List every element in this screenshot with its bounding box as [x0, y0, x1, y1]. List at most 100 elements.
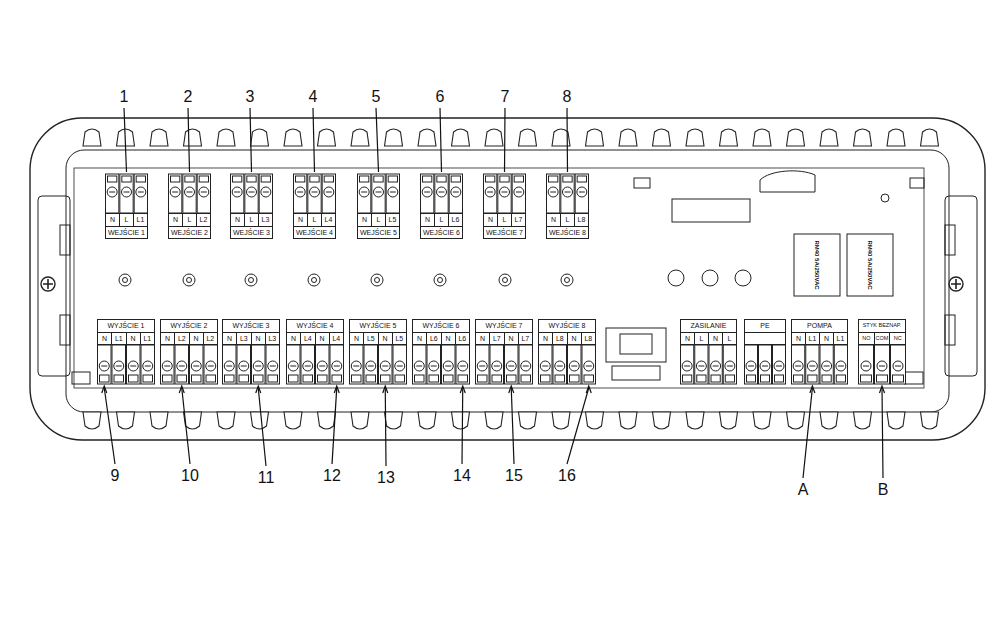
pin-row [745, 332, 785, 344]
cable-clamp [418, 412, 436, 429]
screw-slot [109, 192, 115, 193]
terminal-label: WYJŚCIE 7 [476, 320, 532, 332]
leader-arrowhead [102, 386, 107, 393]
leader-line [124, 108, 127, 172]
terminal-screw [682, 361, 692, 371]
screw-slot [101, 366, 107, 367]
terminal-block-label: WYJŚCIE 1NL1NL1 [97, 319, 155, 345]
screw-terminal [322, 174, 335, 213]
wire-entry [388, 176, 397, 182]
wire-entry [836, 375, 845, 382]
terminal-label: L [722, 333, 736, 344]
wire-entry [893, 375, 904, 382]
terminal-label: WYJŚCIE 4 [287, 320, 343, 332]
screw-terminal [547, 174, 560, 213]
terminal-screw [429, 361, 439, 371]
wire-entry [444, 375, 454, 382]
terminal-label: WEJŚCIE 5 [358, 227, 399, 238]
screw-slot [487, 192, 493, 193]
wire-entry [725, 375, 734, 382]
wire-entry [697, 375, 706, 382]
terminal-label: N [287, 333, 300, 344]
wire-entry [861, 375, 872, 382]
leader-line [882, 388, 883, 478]
wire-entry [549, 176, 558, 182]
terminal-screw [232, 187, 242, 197]
leader-line [504, 108, 506, 172]
wire-entry [478, 375, 488, 382]
screw-slot [312, 192, 318, 193]
screw-terminal [190, 345, 204, 384]
leader-line [566, 108, 568, 172]
leader-line [313, 108, 315, 172]
terminal-block-label: WYJŚCIE 4NL4NL4 [286, 319, 344, 345]
screw-terminal [806, 345, 819, 384]
screw-slot [439, 192, 445, 193]
wire-entry [747, 375, 756, 382]
wire-entry [199, 176, 208, 182]
terminal-label: N [126, 333, 140, 344]
terminal-block-label: NLL7WEJŚCIE 7 [483, 213, 526, 239]
screw-terminal [449, 174, 462, 213]
screw-slot [431, 366, 437, 367]
relay-rating: RM40 5A/250VAC [814, 240, 820, 289]
cable-clamp [887, 129, 905, 146]
screw-slot [508, 366, 514, 367]
cable-clamp [485, 129, 503, 146]
screw-slot [571, 366, 577, 367]
pin-row: NL6NL6 [413, 332, 469, 344]
wire-entry [514, 176, 523, 182]
pin-row: NL1NL1 [98, 332, 154, 344]
wire-entry [415, 375, 425, 382]
wire-entry [366, 375, 376, 382]
terminal-screw [253, 361, 263, 371]
screw-slot [795, 366, 801, 367]
cable-clamp [251, 412, 269, 429]
terminal-screw [437, 187, 447, 197]
terminal-screw [177, 361, 187, 371]
wire-entry [492, 375, 502, 382]
screw-terminal [386, 174, 399, 213]
cable-clamp [452, 129, 470, 146]
terminal-block-label: WYJŚCIE 6NL6NL6 [412, 319, 470, 345]
screw-slot [445, 366, 451, 367]
wire-entry [114, 375, 124, 382]
screw-terminal [134, 174, 147, 213]
screw-slot [353, 366, 359, 367]
cable-clamp [921, 412, 939, 429]
cable-clamp [619, 412, 637, 429]
screw-terminal [834, 345, 847, 384]
screw-terminal [695, 345, 708, 384]
terminal-label: L5 [385, 214, 399, 226]
terminal-label: N [504, 333, 518, 344]
terminal-label: STYK BEZNAP. [859, 320, 905, 332]
wire-entry [395, 375, 405, 382]
screw-terminal [259, 174, 272, 213]
cable-clamp [552, 412, 570, 429]
pin-row: NLL2 [169, 214, 210, 226]
screw-terminal [350, 345, 364, 384]
terminal-screw [199, 187, 209, 197]
heading-row: WYJŚCIE 3 [223, 320, 279, 332]
callout-number: 16 [558, 468, 576, 484]
terminal-screw [569, 361, 579, 371]
terminal-block-label: WYJŚCIE 2NL2NL2 [160, 319, 218, 345]
terminal-label: N [539, 333, 552, 344]
terminal-screw [584, 361, 594, 371]
leader-line [104, 388, 115, 464]
terminal-screw [170, 187, 180, 197]
terminal-screw [268, 361, 278, 371]
leader-arrowhead [256, 386, 261, 393]
terminal-label: L1 [133, 214, 147, 226]
callout-number: 4 [309, 89, 318, 105]
terminal-block-label: NLL3WEJŚCIE 3 [230, 213, 273, 239]
screw-terminal [875, 345, 890, 384]
terminal-screw [295, 187, 305, 197]
wire-entry [122, 176, 131, 182]
terminal-screw [893, 361, 903, 371]
cable-clamp [519, 412, 537, 429]
screw-slot [586, 366, 592, 367]
terminal-label: N [106, 214, 119, 226]
screw-slot [879, 366, 885, 367]
